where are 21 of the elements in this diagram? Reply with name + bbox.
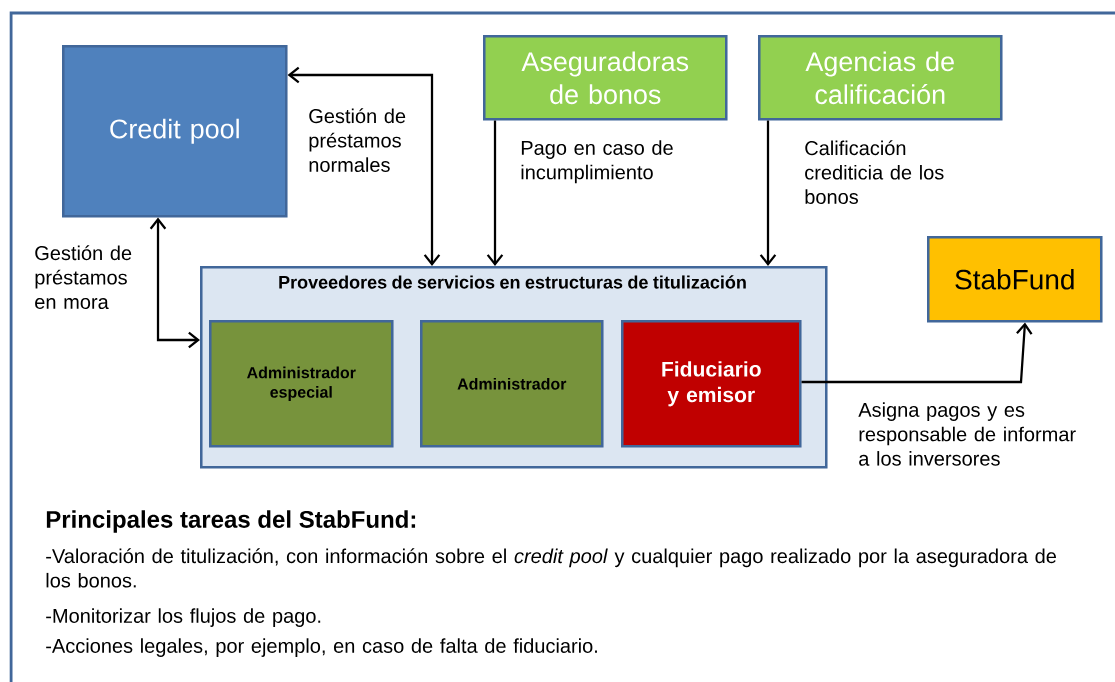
edge-label: Pago en caso de incumplimiento [521,140,673,184]
note-text: -Monitorizar los flujos de pago. [46,608,321,627]
process-box: StabFund [927,236,1103,323]
arrow [801,322,1033,384]
arrow [759,120,777,266]
note-text: -Valoración de titulización, con información sobre el credit pool y cualquier pago realizado por la aseguradora de los bonos. [46,548,1056,588]
process-box: Credit pool [62,45,288,218]
process-box: Agencias de calificación [758,35,1003,121]
heading: Principales tareas del StabFund: [46,510,416,533]
edge-label: Asigna pagos y es responsable de informar a los inversores [858,402,1076,466]
process-box: Administrador especial [209,320,394,448]
edge-label: Gestión de préstamos normales [309,108,406,172]
process-box: Administrador [420,320,604,448]
process-box: Fiduciario y emisor [621,320,802,448]
process-box: Aseguradoras de bonos [483,35,728,121]
note-text: -Acciones legales, por ejemplo, en caso de falta de fiduciario. [46,638,597,657]
arrow [149,217,200,349]
arrow [287,66,441,266]
arrow [486,120,504,266]
edge-label: Gestión de préstamos en mora [35,245,132,309]
edge-label: Calificación crediticia de los bonos [805,140,944,204]
